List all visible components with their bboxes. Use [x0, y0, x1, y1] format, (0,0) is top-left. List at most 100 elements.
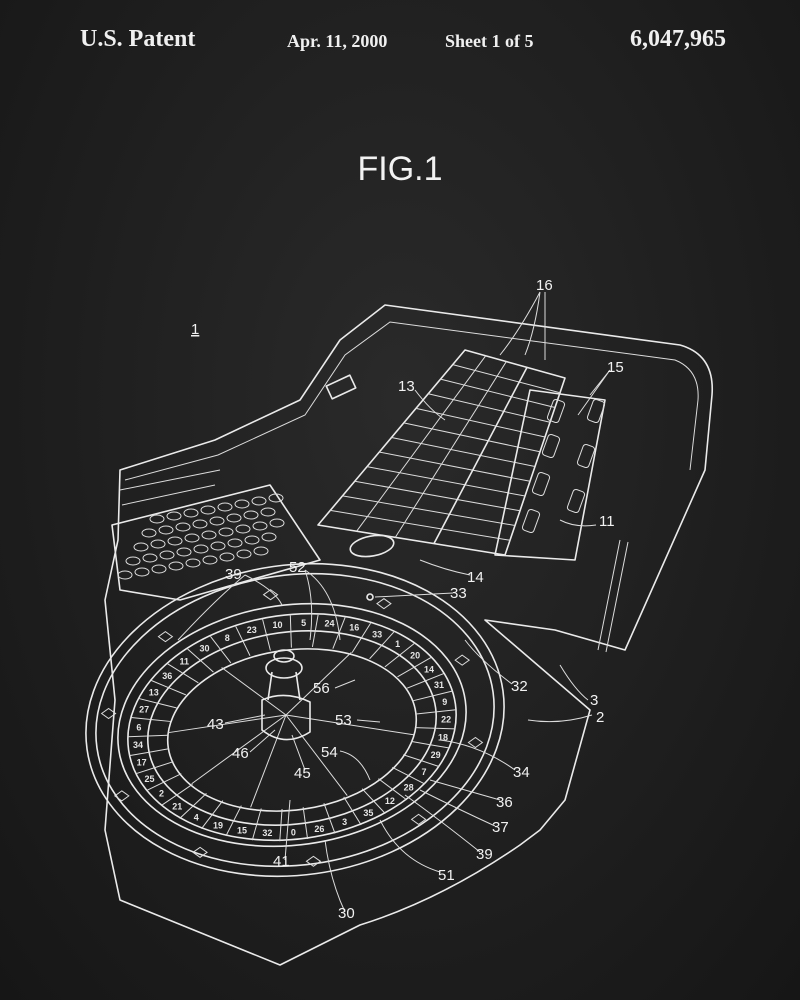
spoke: [285, 652, 352, 716]
wheel-number: 25: [144, 774, 154, 784]
ref-label: 11: [599, 513, 615, 530]
wheel-number: 15: [237, 826, 247, 836]
ref-label: 52: [289, 559, 306, 576]
pocket-separator: [233, 805, 242, 822]
chip: [217, 502, 233, 512]
ref-label: 45: [294, 765, 311, 782]
diamond-deflector: [410, 813, 427, 825]
pocket-separator: [157, 702, 177, 709]
diamond-deflector: [262, 589, 279, 601]
spoke: [250, 714, 287, 808]
pocket-separator: [403, 754, 422, 762]
number-separator: [151, 680, 169, 689]
number-separator: [145, 781, 164, 792]
grid-row-line: [452, 364, 561, 394]
diamond-deflector: [454, 654, 471, 666]
wheel-number: 3: [342, 817, 347, 827]
wheel-number: 35: [363, 808, 373, 818]
chip-tray: [111, 484, 321, 601]
pocket-separator: [192, 793, 207, 807]
number-separator: [352, 810, 362, 826]
number-separator: [131, 716, 151, 720]
ref-label: 30: [338, 905, 355, 922]
diamond-deflector: [100, 707, 117, 720]
wheel-number: 2: [159, 789, 164, 799]
number-separator: [167, 663, 184, 674]
rail-lines: [119, 469, 221, 506]
number-separator: [373, 800, 386, 814]
chip: [166, 511, 182, 521]
plaque: [325, 374, 357, 400]
pocket-separator: [302, 807, 306, 824]
ref-label: 39: [476, 846, 493, 863]
grid-row-line: [330, 509, 511, 541]
grid-row-line: [440, 378, 556, 408]
grid-row-line: [366, 466, 526, 497]
wheel-number: 31: [434, 680, 444, 690]
number-separator: [392, 788, 408, 801]
chip: [226, 513, 242, 523]
number-separator: [304, 822, 309, 839]
control-button: [521, 508, 541, 534]
grid-row-line: [428, 393, 551, 423]
pocket-separator: [147, 734, 168, 737]
number-separator: [435, 709, 456, 713]
number-separator: [381, 631, 395, 646]
wheel-number: 21: [172, 802, 182, 812]
grid-column-line: [356, 355, 487, 532]
pocket-separator: [369, 645, 383, 660]
wheel-number: 36: [162, 671, 172, 681]
chip: [176, 547, 192, 557]
spoke: [167, 714, 287, 734]
wheel-number: 8: [225, 633, 230, 643]
ref-label: 53: [335, 712, 352, 729]
number-separator: [201, 814, 213, 830]
sheet-number: Sheet 1 of 5: [445, 31, 534, 51]
chip: [268, 493, 284, 503]
pocket-separator: [168, 687, 187, 696]
ref-label: 33: [450, 585, 467, 602]
wheel-number: 30: [199, 644, 209, 654]
chip-stacks: [117, 493, 285, 580]
control-button: [566, 488, 586, 514]
pocket-separator: [280, 808, 283, 826]
number-separator: [360, 622, 372, 639]
chip: [251, 496, 267, 506]
chip: [184, 533, 200, 543]
grid-row-line: [342, 495, 516, 526]
diamond-deflector: [467, 736, 484, 749]
ref-label: 56: [313, 680, 330, 697]
figure-title: FIG.1: [357, 150, 443, 188]
pocket-separator: [149, 748, 169, 753]
number-separator: [251, 824, 258, 841]
wheel-number: 1: [395, 639, 400, 649]
wheel-number: 6: [136, 722, 141, 732]
diamond-deflector: [192, 846, 208, 858]
grid-divider: [433, 366, 528, 544]
ball: [366, 593, 374, 601]
chip: [200, 505, 216, 515]
ref-label: 13: [398, 378, 415, 395]
chip: [244, 535, 260, 545]
ref-label: 54: [321, 744, 338, 761]
chip: [183, 508, 199, 518]
wheel-number: 29: [431, 750, 441, 760]
grid-row-line: [354, 480, 521, 512]
turret-cap: [265, 657, 303, 679]
wheel-number: 24: [324, 619, 334, 629]
wheel-number: 27: [139, 705, 149, 715]
number-separator: [138, 698, 158, 704]
spoke: [191, 714, 287, 785]
spoke: [285, 714, 414, 736]
chip: [175, 522, 191, 532]
ref-label: 2: [596, 709, 604, 726]
patent-number: 6,047,965: [630, 26, 726, 52]
number-separator: [225, 820, 235, 837]
chip: [243, 510, 259, 520]
wheel-number: 10: [273, 620, 283, 630]
leader-lines: [177, 291, 611, 913]
pocket-separator: [311, 630, 316, 648]
